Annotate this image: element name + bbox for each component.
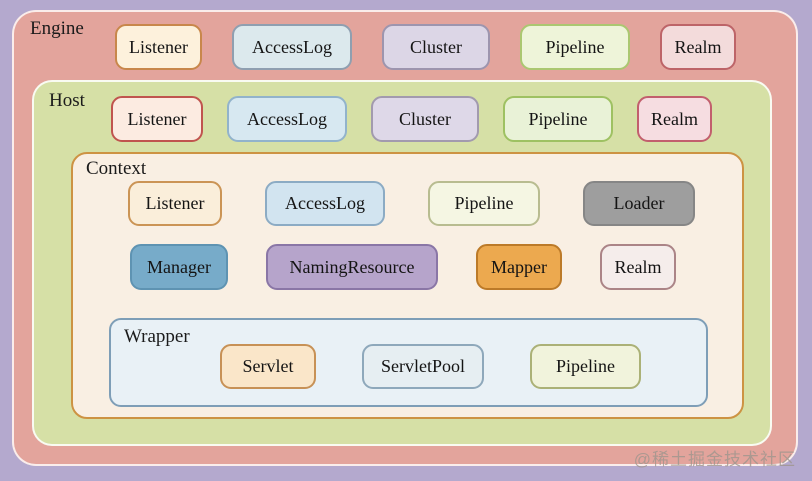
node-label: AccessLog bbox=[285, 193, 365, 213]
engine-components-row: Listener AccessLog Cluster Pipeline Real… bbox=[115, 24, 736, 70]
node-label: Realm bbox=[651, 108, 698, 129]
node-label: Listener bbox=[145, 193, 205, 213]
node-label: ServletPool bbox=[381, 356, 465, 376]
context-node-namingresource: NamingResource bbox=[266, 244, 438, 290]
wrapper-node-servlet: Servlet bbox=[220, 344, 316, 389]
host-node-pipeline: Pipeline bbox=[503, 96, 613, 142]
engine-node-pipeline: Pipeline bbox=[519, 24, 630, 70]
engine-node-accesslog: AccessLog bbox=[231, 24, 352, 70]
node-label: Mapper bbox=[491, 256, 547, 277]
node-label: Cluster bbox=[409, 36, 462, 57]
wrapper-label: Wrapper bbox=[124, 326, 190, 347]
context-node-realm: Realm bbox=[600, 244, 676, 290]
node-label: Manager bbox=[147, 256, 211, 277]
engine-node-cluster: Cluster bbox=[381, 24, 490, 70]
node-label: Pipeline bbox=[556, 356, 615, 376]
engine-container: Engine Listener AccessLog Cluster Pipeli… bbox=[12, 10, 798, 466]
context-components-row-2: Manager NamingResource Mapper Realm bbox=[130, 244, 676, 290]
node-label: Servlet bbox=[242, 356, 294, 376]
node-label: Pipeline bbox=[545, 36, 605, 57]
host-node-accesslog: AccessLog bbox=[227, 96, 347, 142]
node-label: Realm bbox=[614, 256, 662, 277]
context-node-accesslog: AccessLog bbox=[265, 181, 385, 226]
context-container: Context Listener AccessLog Pipeline Load… bbox=[71, 152, 744, 419]
node-label: NamingResource bbox=[289, 256, 415, 277]
node-label: Listener bbox=[127, 108, 187, 129]
node-label: Realm bbox=[674, 36, 722, 57]
host-node-cluster: Cluster bbox=[371, 96, 479, 142]
host-components-row: Listener AccessLog Cluster Pipeline Real… bbox=[111, 96, 712, 142]
engine-node-realm: Realm bbox=[659, 24, 736, 70]
node-label: Pipeline bbox=[454, 193, 514, 213]
node-label: Loader bbox=[613, 193, 665, 213]
wrapper-container: Wrapper Servlet ServletPool Pipeline bbox=[109, 318, 708, 407]
host-node-listener: Listener bbox=[111, 96, 203, 142]
wrapper-node-pipeline: Pipeline bbox=[530, 344, 641, 389]
host-node-realm: Realm bbox=[637, 96, 712, 142]
host-label: Host bbox=[49, 90, 85, 111]
context-label: Context bbox=[86, 158, 147, 179]
wrapper-node-servletpool: ServletPool bbox=[362, 344, 484, 389]
node-label: Cluster bbox=[399, 108, 451, 129]
context-node-listener: Listener bbox=[128, 181, 222, 226]
node-label: Listener bbox=[129, 36, 188, 57]
engine-node-listener: Listener bbox=[115, 24, 202, 70]
context-node-pipeline: Pipeline bbox=[428, 181, 540, 226]
node-label: Pipeline bbox=[528, 108, 588, 129]
engine-label: Engine bbox=[30, 18, 84, 39]
context-node-manager: Manager bbox=[130, 244, 228, 290]
context-node-loader: Loader bbox=[583, 181, 695, 226]
context-node-mapper: Mapper bbox=[476, 244, 562, 290]
wrapper-components-row: Servlet ServletPool Pipeline bbox=[220, 344, 641, 389]
node-label: AccessLog bbox=[247, 108, 327, 129]
node-label: AccessLog bbox=[251, 36, 332, 57]
host-container: Host Listener AccessLog Cluster Pipeline… bbox=[32, 80, 772, 446]
watermark: @稀土掘金技术社区 bbox=[633, 450, 796, 469]
context-components-row-1: Listener AccessLog Pipeline Loader bbox=[128, 181, 695, 226]
